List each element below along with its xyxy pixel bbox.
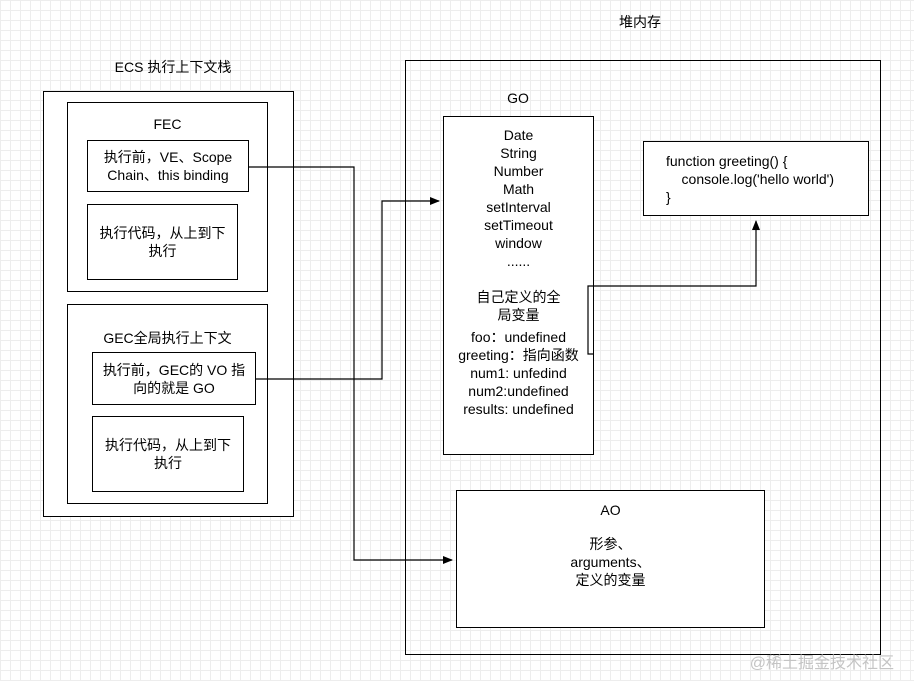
- go-vars: foo：undefined greeting：指向函数 num1: unfedi…: [444, 328, 593, 418]
- fec-before-exec-box: 执行前，VE、Scope Chain、this binding: [87, 140, 249, 192]
- heap-box: [405, 60, 881, 655]
- ao-content-line: 定义的变量: [575, 572, 646, 588]
- go-builtin-item: Math: [502, 181, 535, 197]
- watermark: @稀土掘金技术社区: [749, 655, 894, 672]
- go-builtins: Date String Number Math setInterval setT…: [444, 126, 593, 270]
- ao-box: AO 形参、 arguments、 定义的变量: [456, 490, 765, 628]
- go-var-item: num1: unfedind: [470, 365, 567, 381]
- go-builtin-item: setInterval: [486, 199, 551, 215]
- go-var-item: results: undefined: [463, 401, 574, 417]
- go-var-item: foo：undefined: [471, 329, 566, 345]
- gec-exec-code-box: 执行代码，从上到下 执行: [92, 416, 244, 492]
- go-builtin-item: Number: [493, 163, 544, 179]
- fec-to-ao-arrow: [249, 166, 453, 564]
- gec-title: GEC全局执行上下文: [103, 330, 232, 346]
- fec-title: FEC: [153, 116, 182, 132]
- function-code: function greeting() { console.log('hello…: [666, 153, 834, 205]
- go-var-item: num2:undefined: [468, 383, 569, 399]
- go-builtin-item: Date: [503, 127, 534, 143]
- ao-content-line: 形参、: [589, 536, 632, 552]
- fec-exec-code-box: 执行代码，从上到下 执行: [87, 204, 238, 280]
- greeting-to-function-arrow: [587, 220, 760, 355]
- go-builtin-item: setTimeout: [484, 217, 553, 233]
- ao-title: AO: [600, 502, 621, 518]
- ao-content-line: arguments、: [570, 554, 651, 570]
- ao-content: 形参、 arguments、 定义的变量: [457, 535, 764, 589]
- go-box: Date String Number Math setInterval setT…: [443, 116, 594, 455]
- go-var-item: greeting：指向函数: [458, 347, 579, 363]
- ecs-title: ECS 执行上下文栈: [114, 59, 232, 75]
- function-object-box: function greeting() { console.log('hello…: [643, 141, 869, 216]
- go-own-vars-title: 自己定义的全 局变量: [476, 289, 561, 323]
- go-builtin-item: ......: [506, 253, 531, 269]
- heap-title: 堆内存: [619, 14, 661, 30]
- go-builtin-item: String: [500, 145, 537, 161]
- go-builtin-item: window: [495, 235, 542, 251]
- gec-before-exec-box: 执行前，GEC的 VO 指 向的就是 GO: [92, 352, 256, 405]
- go-title: GO: [507, 90, 529, 106]
- gec-vo-to-go-arrow: [256, 197, 440, 380]
